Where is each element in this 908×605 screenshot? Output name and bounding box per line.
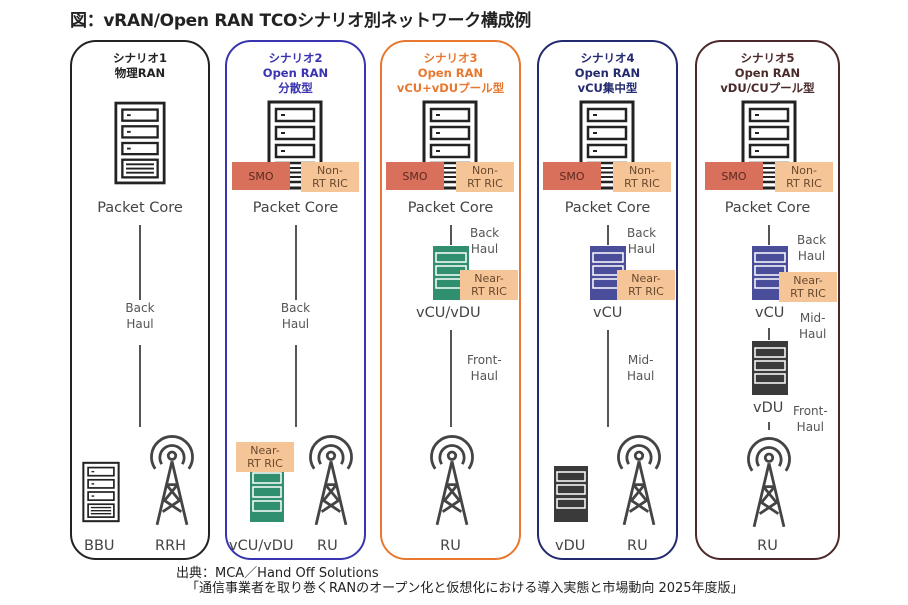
scenario-5-type: Open RAN xyxy=(734,66,801,80)
scenario-1-type: 物理RAN xyxy=(114,66,166,80)
vdu-server-icon xyxy=(752,341,788,395)
scenario-3-panel: シナリオ3 Open RAN vCU+vDUプール型 SMO Non- RT R… xyxy=(380,40,521,560)
fronthaul-line xyxy=(768,422,770,430)
backhaul-line xyxy=(139,345,141,427)
packet-core-label: Packet Core xyxy=(564,200,651,216)
backhaul-label: Back Haul xyxy=(280,301,311,331)
near-rt-ric-box: Near- RT RIC xyxy=(236,442,294,472)
midhaul-line xyxy=(607,330,609,427)
vcu-vdu-label: vCU/vDU xyxy=(229,538,294,554)
scenario-2-type: Open RAN xyxy=(262,66,329,80)
smo-box: SMO xyxy=(232,162,290,190)
non-rt-ric-box: Non- RT RIC xyxy=(775,162,833,192)
source-publisher: 出典：MCA／Hand Off Solutions xyxy=(176,566,379,581)
backhaul-line xyxy=(295,345,297,427)
vdu-label: vDU xyxy=(753,400,784,416)
fronthaul-label: Front- Haul xyxy=(467,353,502,383)
scenario-5-name: シナリオ5 xyxy=(740,51,795,65)
non-rt-ric-box: Non- RT RIC xyxy=(613,162,671,192)
vcu-vdu-label: vCU/vDU xyxy=(416,305,481,321)
vcu-label: vCU xyxy=(755,305,785,321)
packet-core-label: Packet Core xyxy=(252,200,339,216)
backhaul-line xyxy=(768,225,770,245)
figure-title: 図：vRAN/Open RAN TCOシナリオ別ネットワーク構成例 xyxy=(70,11,531,31)
ru-label: RU xyxy=(757,538,778,554)
scenario-4-title: シナリオ4 Open RAN vCU集中型 xyxy=(539,51,676,96)
backhaul-line xyxy=(139,225,141,300)
bbu-label: BBU xyxy=(84,538,115,554)
scenario-4-panel: シナリオ4 Open RAN vCU集中型 SMO Non- RT RIC Pa… xyxy=(537,40,678,560)
backhaul-label: Back Haul xyxy=(797,233,827,263)
ru-tower-icon xyxy=(303,432,359,528)
rrh-label: RRH xyxy=(155,538,187,554)
fronthaul-line xyxy=(450,330,452,427)
ru-label: RU xyxy=(440,538,461,554)
backhaul-line xyxy=(450,225,452,245)
scenario-5-panel: シナリオ5 Open RAN vDU/CUプール型 SMO Non- RT RI… xyxy=(695,40,840,560)
vdu-label: vDU xyxy=(555,538,586,554)
near-rt-ric-box: Near- RT RIC xyxy=(460,270,518,300)
scenario-2-title: シナリオ2 Open RAN 分散型 xyxy=(227,51,364,96)
scenario-1-panel: シナリオ1 物理RAN Packet Core Back Haul BBU RR… xyxy=(70,40,210,560)
scenario-1-title: シナリオ1 物理RAN xyxy=(72,51,208,81)
near-rt-ric-box: Near- RT RIC xyxy=(779,272,837,302)
bbu-server-icon xyxy=(82,460,120,524)
midhaul-label: Mid- Haul xyxy=(627,353,655,383)
scenario-3-subtype: vCU+vDUプール型 xyxy=(396,81,505,95)
near-rt-ric-box: Near- RT RIC xyxy=(617,270,675,300)
backhaul-label: Back Haul xyxy=(627,226,657,256)
backhaul-label: Back Haul xyxy=(125,301,155,331)
smo-box: SMO xyxy=(705,162,763,190)
scenario-4-type: Open RAN xyxy=(574,66,641,80)
midhaul-label: Mid- Haul xyxy=(799,311,827,341)
rrh-tower-icon xyxy=(144,432,200,528)
packet-core-label: Packet Core xyxy=(407,200,494,216)
smo-box: SMO xyxy=(543,162,601,190)
packet-core-label: Packet Core xyxy=(97,200,183,216)
scenario-4-name: シナリオ4 xyxy=(580,51,635,65)
scenario-5-subtype: vDU/CUプール型 xyxy=(720,81,815,95)
backhaul-label: Back Haul xyxy=(470,226,500,256)
scenario-5-title: シナリオ5 Open RAN vDU/CUプール型 xyxy=(697,51,838,96)
vdu-server-icon xyxy=(554,466,588,522)
ru-tower-icon xyxy=(611,432,667,528)
fronthaul-label: Front- Haul xyxy=(793,404,828,434)
backhaul-line xyxy=(295,225,297,300)
scenario-4-subtype: vCU集中型 xyxy=(577,81,638,95)
midhaul-line xyxy=(768,328,770,340)
scenario-2-subtype: 分散型 xyxy=(278,81,313,95)
scenario-3-name: シナリオ3 xyxy=(423,51,478,65)
ru-label: RU xyxy=(627,538,648,554)
smo-box: SMO xyxy=(386,162,444,190)
source-citation: 出典：MCA／Hand Off Solutions 「通信事業者を取り巻くRAN… xyxy=(176,566,744,596)
packet-core-label: Packet Core xyxy=(724,200,811,216)
scenario-2-name: シナリオ2 xyxy=(268,51,323,65)
non-rt-ric-box: Non- RT RIC xyxy=(301,162,359,192)
backhaul-line xyxy=(607,225,609,245)
scenario-3-type: Open RAN xyxy=(417,66,484,80)
scenario-1-name: シナリオ1 xyxy=(112,51,167,65)
scenario-3-title: シナリオ3 Open RAN vCU+vDUプール型 xyxy=(382,51,519,96)
vcu-vdu-server-icon xyxy=(250,468,284,522)
source-report-title: 「通信事業者を取り巻くRANのオープン化と仮想化における導入実態と市場動向 20… xyxy=(186,581,744,596)
ru-label: RU xyxy=(317,538,338,554)
ru-tower-icon xyxy=(424,432,480,528)
vcu-label: vCU xyxy=(593,305,623,321)
scenario-2-panel: シナリオ2 Open RAN 分散型 SMO Non- RT RIC Packe… xyxy=(225,40,366,560)
packet-core-server-icon xyxy=(114,99,166,187)
ru-tower-icon xyxy=(741,434,797,530)
non-rt-ric-box: Non- RT RIC xyxy=(456,162,514,192)
